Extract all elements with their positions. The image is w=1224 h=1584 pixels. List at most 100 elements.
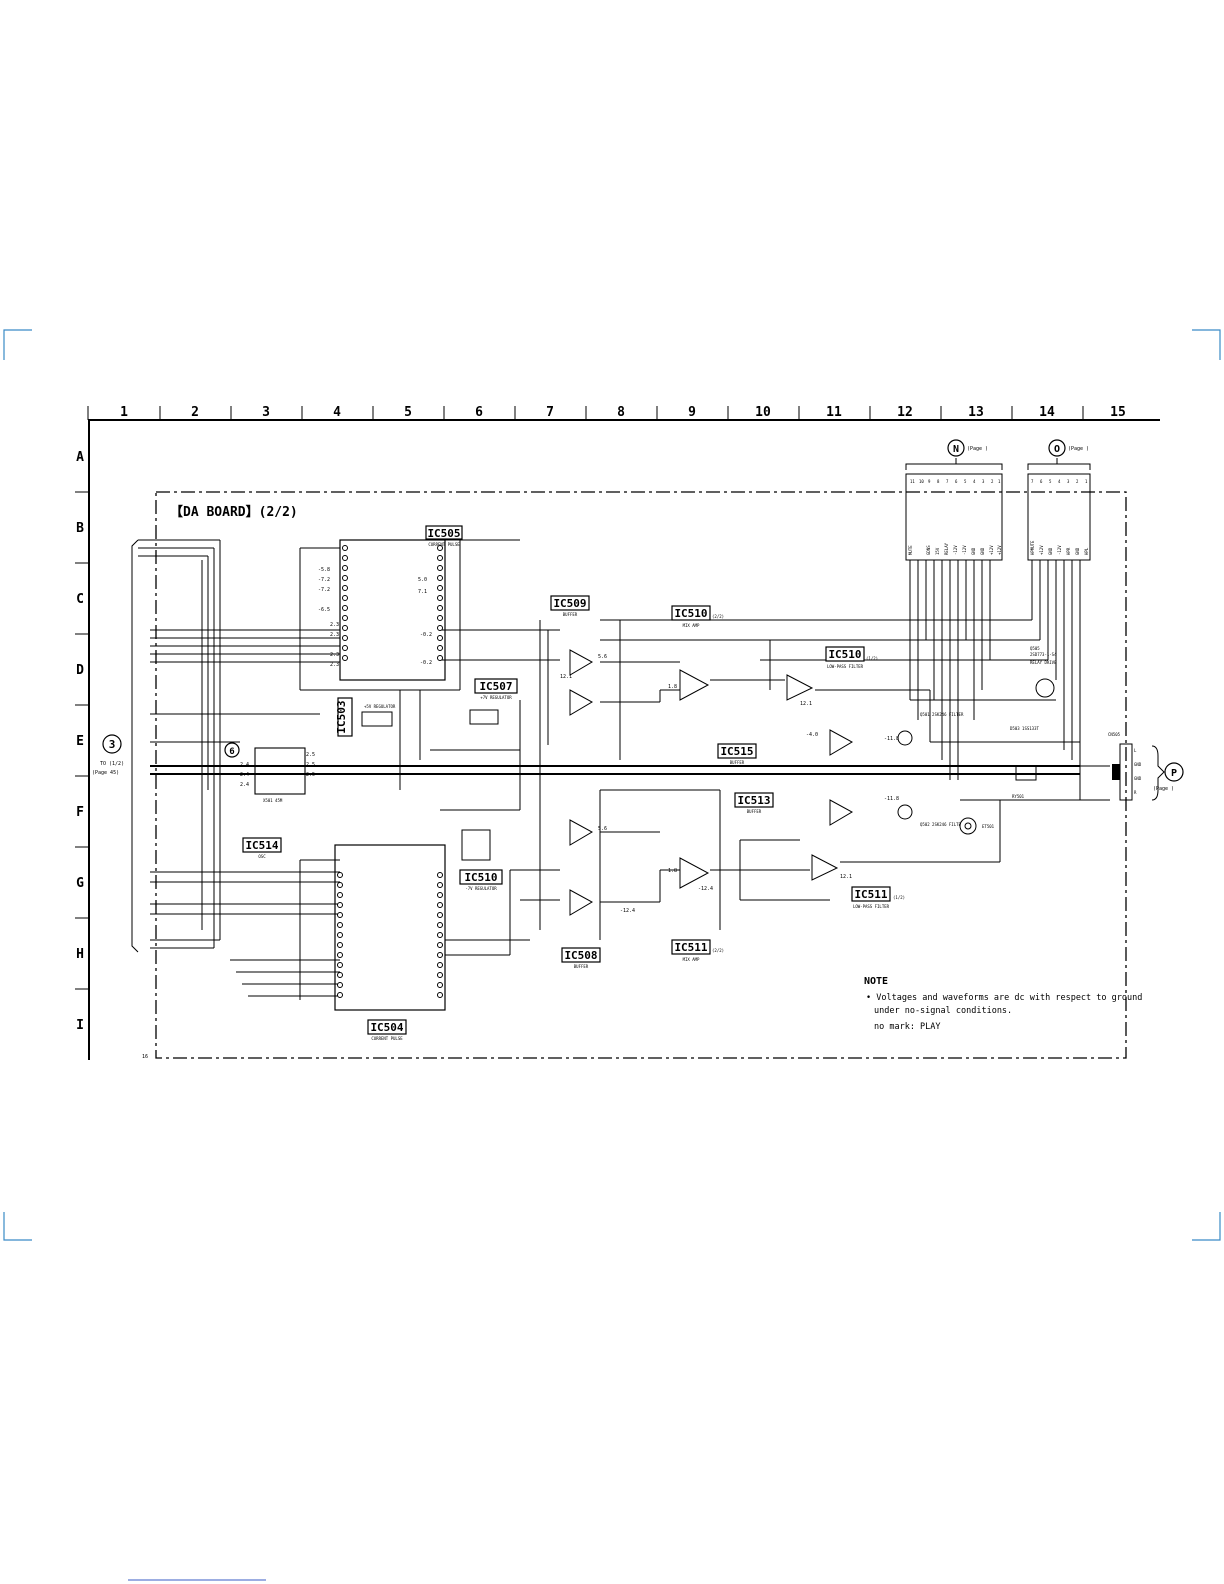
q502-v: -11.8 bbox=[884, 796, 899, 802]
page-number: 16 bbox=[142, 1054, 148, 1060]
conn-o-sig-0: HPMUTE bbox=[1030, 540, 1035, 555]
ic505: IC505 CURRENT PULSE -5.8 -7.2 -7.2 -6.5 … bbox=[318, 525, 463, 681]
ic510a-suffix: (2/2) bbox=[712, 614, 724, 619]
connector-n-page: (Page ) bbox=[967, 446, 988, 452]
ic505-name: IC505 bbox=[427, 527, 460, 540]
ic504-function: CURRENT PULSE bbox=[371, 1036, 403, 1041]
note-block: NOTE • Voltages and waveforms are dc wit… bbox=[864, 976, 1142, 1032]
conn-n-sig-0: MUTE bbox=[908, 545, 913, 555]
ic515-function: BUFFER bbox=[730, 760, 745, 765]
ic513-function: BUFFER bbox=[747, 809, 762, 814]
ic511-mix-amp: IC511 (2/2) MIX AMP 1.8 -12.4 bbox=[668, 857, 724, 962]
ic515: IC515 BUFFER -4.0 bbox=[717, 729, 854, 765]
row-label-g: G bbox=[76, 876, 84, 891]
q505-part: 2SD773-1-S4 bbox=[1030, 652, 1057, 657]
conn-n-pin-2: 2 bbox=[991, 479, 994, 484]
ic514-function: OSC bbox=[258, 854, 266, 859]
connector-p-page: (Page ) bbox=[1153, 786, 1174, 792]
q502-filter: Q502 2SK246 FILTER -11.8 bbox=[884, 796, 964, 827]
q501-filter: Q501 2SK246 FILTER -11.8 bbox=[884, 712, 964, 746]
ic505-v1: -5.8 bbox=[318, 567, 330, 573]
row-label-b: B bbox=[76, 521, 84, 536]
conn-n-pin-9: 9 bbox=[928, 479, 931, 484]
conn-o-pin-6: 6 bbox=[1040, 479, 1043, 484]
connector-6-label: 6 bbox=[229, 747, 234, 757]
conn-n-sig-2: 15V bbox=[935, 547, 940, 555]
ic505-v2: -7.2 bbox=[318, 577, 330, 583]
ic504: IC504 CURRENT PULSE bbox=[334, 844, 446, 1041]
col-label-9: 9 bbox=[688, 405, 696, 420]
ic510b-name: IC510 bbox=[828, 648, 861, 661]
conn-o-sig-4: HPR bbox=[1066, 547, 1071, 555]
q502-label: Q502 2SK246 FILTER bbox=[920, 822, 964, 827]
relay-drive-label: RELAY DRIVE bbox=[1030, 660, 1057, 665]
conn-o-sig-2: GND bbox=[1048, 547, 1053, 555]
ic509-function: BUFFER bbox=[563, 612, 578, 617]
board-title: 【DA BOARD】(2/2) bbox=[170, 504, 298, 520]
ic503-function: +5V REGULATOR bbox=[364, 704, 396, 709]
conn-o-pin-4: 4 bbox=[1058, 479, 1061, 484]
ic508-name: IC508 bbox=[564, 949, 597, 962]
ic508-v1: 5.6 bbox=[598, 826, 607, 832]
ic515-name: IC515 bbox=[720, 745, 753, 758]
ic514-v4: 2.4 bbox=[240, 762, 249, 768]
ic507-name: IC507 bbox=[479, 680, 512, 693]
col-label-1: 1 bbox=[120, 405, 128, 420]
ic504-name: IC504 bbox=[370, 1021, 403, 1034]
conn-o-sig-5: GND bbox=[1075, 547, 1080, 555]
conn-n-pin-8: 8 bbox=[937, 479, 940, 484]
cn505-pin-gnd1: GND bbox=[1134, 762, 1142, 767]
conn-n-pin-6: 6 bbox=[955, 479, 958, 484]
col-label-8: 8 bbox=[617, 405, 625, 420]
note-line-2: under no-signal conditions. bbox=[874, 1006, 1012, 1016]
conn-o-pin-7: 7 bbox=[1031, 479, 1034, 484]
row-label-i: I bbox=[76, 1018, 84, 1033]
cn505-pin-gnd2: GND bbox=[1134, 776, 1142, 781]
ic511b-function: MIX AMP bbox=[683, 957, 700, 962]
ic514-name: IC514 bbox=[245, 839, 278, 852]
connector-3-page: (Page 45) bbox=[92, 770, 119, 776]
ic506-function: -7V REGULATOR bbox=[465, 886, 497, 891]
column-labels: 1 2 3 4 5 6 7 8 9 10 11 12 13 14 15 bbox=[120, 405, 1126, 420]
ic511b-suffix: (2/2) bbox=[712, 948, 724, 953]
conn-o-pin-3: 3 bbox=[1067, 479, 1070, 484]
ic510b-v1: 12.1 bbox=[800, 701, 812, 707]
col-label-7: 7 bbox=[546, 405, 554, 420]
conn-n-pin-3: 3 bbox=[982, 479, 985, 484]
col-label-12: 12 bbox=[897, 405, 913, 420]
conn-n-pin-7: 7 bbox=[946, 479, 949, 484]
conn-n-pin-4: 4 bbox=[973, 479, 976, 484]
q501-v: -11.8 bbox=[884, 736, 899, 742]
col-label-2: 2 bbox=[191, 405, 199, 420]
conn-n-pin-11: 11 bbox=[910, 479, 915, 484]
ic505-v12: 5.0 bbox=[418, 577, 427, 583]
ic515-v1: -4.0 bbox=[806, 732, 818, 738]
conn-n-sig-6: GND bbox=[971, 547, 976, 555]
col-label-14: 14 bbox=[1039, 405, 1055, 420]
ic505-v4: -6.5 bbox=[318, 607, 330, 613]
ic514-v6: 2.4 bbox=[240, 782, 249, 788]
col-label-13: 13 bbox=[968, 405, 984, 420]
col-label-10: 10 bbox=[755, 405, 771, 420]
conn-n-sig-10: +12V bbox=[997, 545, 1002, 555]
conn-n-sig-1: GDNS bbox=[926, 545, 931, 555]
ic505-v10: -0.2 bbox=[420, 660, 432, 666]
ic505-v9: -0.2 bbox=[420, 632, 432, 638]
connector-n-label: N bbox=[953, 444, 959, 455]
ic503-name: IC503 bbox=[335, 700, 348, 733]
ic511a-suffix: (1/2) bbox=[893, 895, 905, 900]
ic514-v5: 2.4 bbox=[240, 772, 249, 778]
ic514-v3: 2.5 bbox=[306, 772, 315, 778]
ic510a-name: IC510 bbox=[674, 607, 707, 620]
connector-3: 3 TO (1/2) (Page 45) bbox=[92, 539, 150, 776]
connector-6: 6 bbox=[224, 742, 240, 758]
row-label-h: H bbox=[76, 947, 84, 962]
connector-o-page: (Page ) bbox=[1068, 446, 1089, 452]
row-label-c: C bbox=[76, 592, 84, 607]
ic507: IC507 +7V REGULATOR bbox=[469, 678, 518, 725]
q505-label: Q505 bbox=[1030, 646, 1040, 651]
ic505-v8: 2.3 bbox=[330, 662, 339, 668]
connector-o-label: O bbox=[1054, 444, 1060, 455]
col-label-5: 5 bbox=[404, 405, 412, 420]
